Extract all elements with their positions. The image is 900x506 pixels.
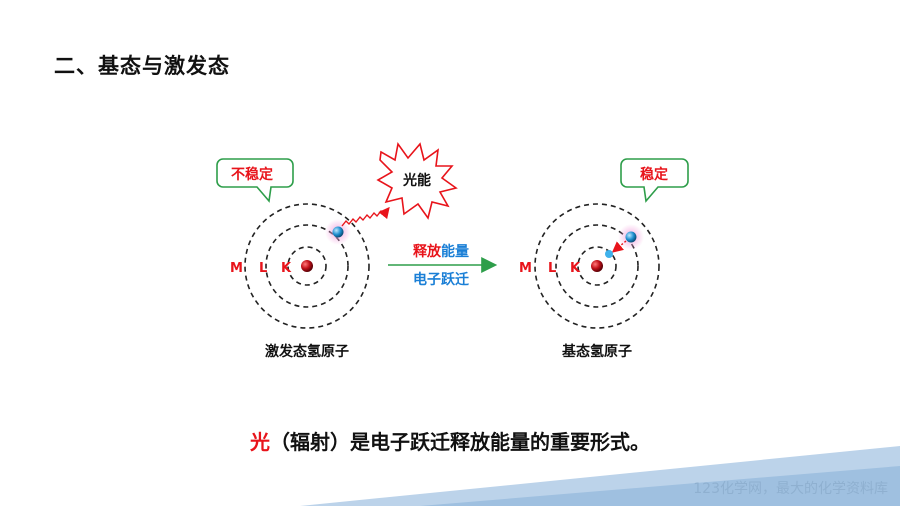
shell-k [577,246,617,286]
shell-label-k: K [281,261,292,276]
electron [332,226,344,238]
transition-dash [611,240,627,253]
shell-label-l: L [548,261,556,276]
callout-stable: 稳定 [620,158,689,203]
arrow-top-label: 释放能量 [413,243,469,260]
watermark: 123化学网，最大的化学资料库 [693,481,888,497]
photon-burst: 光能 [376,142,458,220]
page-title: 二、基态与激发态 [54,54,230,78]
left-atom: M L K 激发态氢原子 [230,203,390,360]
burst-shape [376,142,458,220]
arrow-top-part1: 释放 [413,243,442,260]
atom-caption: 基态氢原子 [562,343,632,360]
arrow-top-part2: 能量 [441,243,469,260]
photon-label: 光能 [402,172,431,189]
nucleus [591,260,603,272]
shell-m [534,203,660,329]
shell-m [244,203,370,329]
right-atom: M L K 基态氢原子 [519,203,660,360]
shell-k [287,246,327,286]
shell-label-m: M [519,261,532,276]
statement: 光（辐射）是电子跃迁释放能量的重要形式。 [0,426,900,455]
atom-caption: 激发态氢原子 [265,343,349,360]
shell-l [265,224,349,308]
statement-rest: （辐射）是电子跃迁释放能量的重要形式。 [270,430,650,454]
electron-outer [625,231,637,243]
photon-wave [341,206,390,227]
shell-label-k: K [570,261,581,276]
callout-text: 稳定 [640,166,668,183]
shell-label-l: L [259,261,267,276]
statement-highlight: 光 [250,430,270,454]
callout-text: 不稳定 [231,166,273,183]
transition-arrow: 释放能量 电子跃迁 [388,243,498,288]
nucleus [301,260,313,272]
shell-label-m: M [230,261,243,276]
bottom-banner-inner [420,466,900,506]
callout-bubble [620,158,689,203]
callout-unstable: 不稳定 [216,158,294,203]
arrow-bottom-label: 电子跃迁 [413,271,469,288]
shell-l [555,224,639,308]
callout-bubble [216,158,294,203]
electron-ground [605,250,613,258]
